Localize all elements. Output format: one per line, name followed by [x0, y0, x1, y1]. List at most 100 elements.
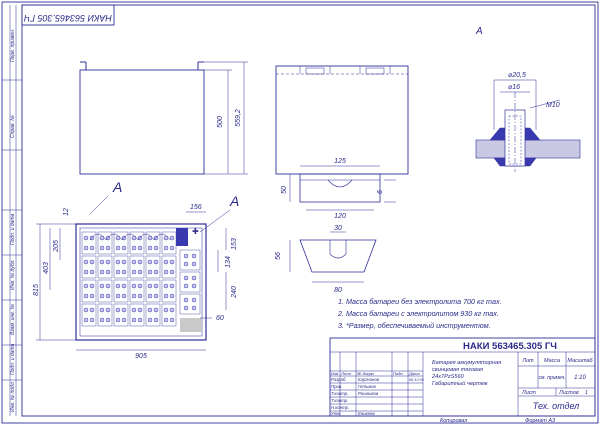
battery-cell — [161, 255, 177, 279]
dim-30: 30 — [334, 225, 342, 232]
cell-terminal — [99, 259, 105, 265]
dim-905: 905 — [135, 353, 147, 360]
cell-terminal — [163, 235, 169, 241]
battery-cell — [145, 279, 161, 303]
dim-153: 153 — [231, 238, 238, 250]
cell-terminal — [153, 245, 159, 251]
person-1: Карачанов — [358, 377, 380, 382]
connector — [137, 233, 155, 241]
cell-terminal — [121, 283, 127, 289]
cell-terminal — [169, 245, 175, 251]
title-name-1: Батарея аккумуляторная — [432, 360, 501, 366]
title-name-4: Габаритный чертеж — [432, 380, 489, 387]
dim-front-500: 500 — [217, 116, 224, 128]
side-label: Инв. № подл. — [10, 381, 16, 412]
cell-terminal — [99, 245, 105, 251]
cell-terminal — [147, 307, 153, 313]
cell-terminal — [99, 307, 105, 313]
side-label: Инв. № дубл. — [10, 259, 16, 290]
note-2: 2. Масса батареи с электролитом 930 кг m… — [337, 309, 499, 318]
cell-terminal — [105, 259, 111, 265]
cell-terminal — [99, 283, 105, 289]
dim-80: 80 — [334, 287, 342, 294]
cell-terminal — [191, 283, 197, 289]
cell-terminal — [115, 283, 121, 289]
cell-terminal — [147, 235, 153, 241]
cell-terminal — [83, 235, 89, 241]
cell-terminal — [191, 261, 197, 267]
cell-terminal — [83, 307, 89, 313]
battery-cell — [179, 293, 201, 315]
cell-terminal — [153, 259, 159, 265]
cell-terminal — [147, 283, 153, 289]
cell-terminal — [137, 293, 143, 299]
dim-front-559: 559,2 — [235, 109, 242, 127]
cell-terminal — [137, 317, 143, 323]
person-6: Еникеев — [358, 411, 375, 416]
cell-terminal — [169, 317, 175, 323]
cell-terminal — [89, 317, 95, 323]
cell-terminal — [115, 269, 121, 275]
battery-cell — [161, 303, 177, 327]
connector — [105, 233, 123, 241]
dim-60: 60 — [216, 315, 224, 322]
cell-terminal — [169, 235, 175, 241]
cell-terminal — [105, 293, 111, 299]
cell-terminal — [83, 245, 89, 251]
title-name-2: свинцовая тяговая — [432, 367, 483, 373]
cell-terminal — [191, 297, 197, 303]
dim-6: 6 — [377, 190, 384, 194]
view-a-title: А — [475, 26, 483, 37]
dim-134: 134 — [225, 256, 232, 268]
terminal-plus: ✚ — [192, 227, 199, 236]
battery-cell — [81, 303, 97, 327]
cell-terminal — [89, 269, 95, 275]
side-label: Подп. и дата — [10, 343, 16, 375]
cell-terminal — [169, 259, 175, 265]
connector — [89, 233, 107, 241]
cell-terminal — [153, 317, 159, 323]
sheets-label: Листов — [558, 390, 579, 396]
cell-terminal — [121, 293, 127, 299]
dim-240: 240 — [231, 286, 238, 299]
side-label: Перв. примен. — [10, 29, 16, 62]
cell-terminal — [83, 259, 89, 265]
cell-terminal — [153, 269, 159, 275]
role-prov: Пров. — [331, 384, 342, 389]
cell-terminal — [191, 305, 197, 311]
cell-terminal — [121, 307, 127, 313]
cell-terminal — [147, 317, 153, 323]
cell-terminal — [131, 293, 137, 299]
trapezoid-view: 30 56 80 — [275, 225, 377, 294]
cell-terminal — [137, 269, 143, 275]
cell-terminal — [147, 293, 153, 299]
inner-frame — [21, 4, 596, 417]
cell-terminal — [163, 307, 169, 313]
terminal-block — [176, 228, 188, 246]
role-utv: Утв. — [331, 411, 341, 416]
cell-terminal — [131, 307, 137, 313]
cell-terminal — [153, 293, 159, 299]
cell-terminal — [131, 317, 137, 323]
battery-cell — [97, 255, 113, 279]
cell-terminal — [183, 283, 189, 289]
cell-terminal — [99, 293, 105, 299]
connector — [153, 233, 171, 241]
battery-cell — [161, 279, 177, 303]
title-code: НАКИ 563465.305 ГЧ — [463, 341, 557, 352]
detail-a-view: ⌀20,5 ⌀16 М10 — [475, 72, 581, 172]
cell-terminal — [137, 283, 143, 289]
role-tkontr-2: Т.контр. — [331, 398, 348, 403]
dim-815: 815 — [33, 284, 40, 296]
note-1: 1. Масса батареи без электролита 700 кг … — [338, 297, 502, 306]
person-2: Гетьман — [358, 384, 377, 389]
dim-50: 50 — [281, 186, 288, 194]
handle-view: 125 50 6 120 — [281, 158, 396, 220]
cell-terminal — [153, 283, 159, 289]
cell-terminal — [137, 307, 143, 313]
cell-terminal — [147, 269, 153, 275]
scale-value: 1:10 — [574, 375, 586, 381]
cell-terminal — [115, 259, 121, 265]
person-3: Рошников — [358, 391, 379, 396]
cell-terminal — [191, 275, 197, 281]
